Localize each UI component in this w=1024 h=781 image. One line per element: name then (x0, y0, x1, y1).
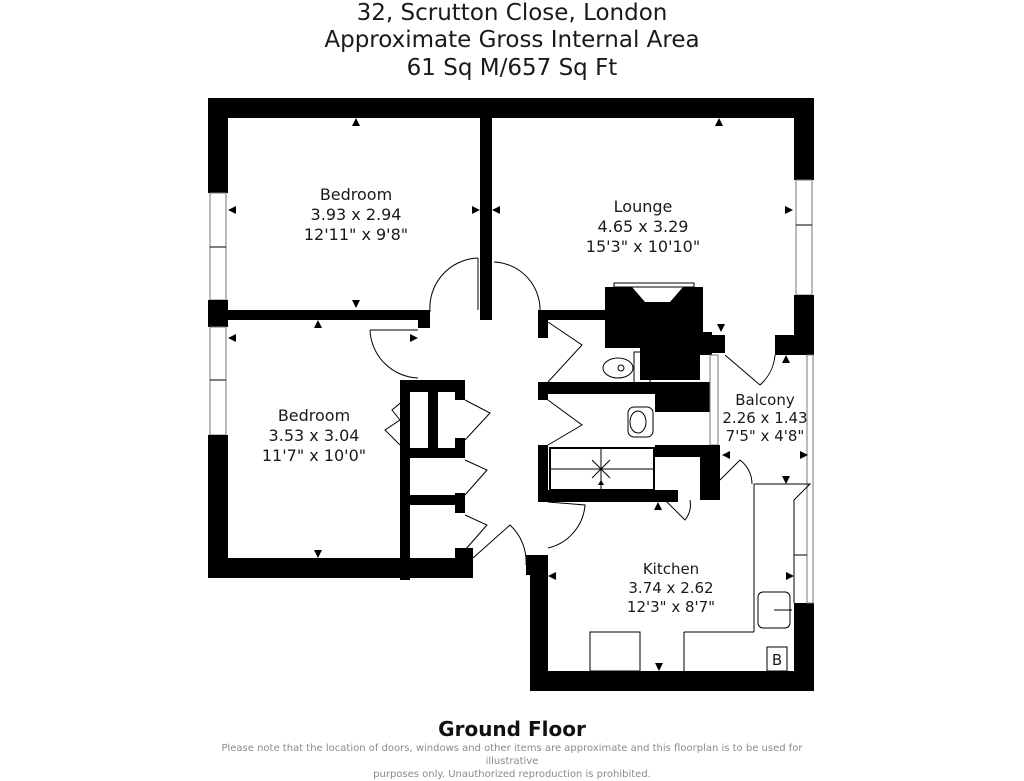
chimney-breast (605, 287, 712, 380)
door-swing (664, 499, 691, 521)
svg-text:3.93 x 2.94: 3.93 x 2.94 (311, 205, 402, 224)
toilet (633, 351, 651, 386)
svg-text:Balcony: Balcony (735, 391, 795, 409)
measure-arrows (228, 118, 808, 671)
shower-drain-icon (589, 457, 613, 481)
address-title: 32, Scrutton Close, London (356, 0, 668, 26)
door-swing (464, 514, 488, 551)
appliance (589, 631, 641, 672)
disclaimer-line-1: Please note that the location of doors, … (221, 743, 803, 767)
svg-text:7'5" x 4'8": 7'5" x 4'8" (726, 427, 805, 445)
disclaimer: Please note that the location of doors, … (200, 742, 824, 781)
wall-kitchen-right (794, 603, 814, 691)
wall-bedroom-lounge (480, 118, 492, 320)
svg-text:Kitchen: Kitchen (643, 560, 699, 578)
shower-tray (549, 447, 655, 491)
svg-text:12'3" x 8'7": 12'3" x 8'7" (627, 598, 715, 616)
svg-text:Bedroom: Bedroom (320, 185, 392, 204)
wall-kitchen-bottom (530, 671, 814, 691)
door-swing (547, 399, 583, 446)
area-label: Approximate Gross Internal Area (324, 27, 700, 53)
svg-text:12'11" x 9'8": 12'11" x 9'8" (304, 225, 408, 244)
boiler (766, 646, 788, 672)
room-label-balcony: Balcony 2.26 x 1.43 7'5" x 4'8" (722, 391, 807, 445)
door-swing (464, 459, 488, 496)
disclaimer-line-2: purposes only. Unauthorized reproduction… (373, 769, 651, 780)
wall-right-upper (794, 98, 814, 180)
window (209, 326, 227, 436)
svg-text:11'7" x 10'0": 11'7" x 10'0" (262, 446, 366, 465)
door-swing (493, 261, 541, 313)
wall-bottom-bedroom (208, 558, 473, 578)
door-swing (472, 524, 527, 566)
svg-text:3.53 x 3.04: 3.53 x 3.04 (269, 426, 360, 445)
wall-bedroom-divider (228, 310, 430, 320)
door-swing (369, 329, 419, 379)
wall-left-mid (208, 300, 228, 327)
svg-text:Lounge: Lounge (614, 197, 673, 216)
svg-text:4.65 x 3.29: 4.65 x 3.29 (598, 217, 689, 236)
svg-text:Bedroom: Bedroom (278, 406, 350, 425)
door-swing (429, 257, 479, 313)
area-value: 61 Sq M/657 Sq Ft (406, 55, 618, 81)
basin (627, 406, 654, 438)
wall-left-lower (208, 435, 228, 578)
floor-label: Ground Floor (438, 717, 586, 741)
room-label-lounge: Lounge 4.65 x 3.29 15'3" x 10'10" (586, 197, 700, 256)
wall-top (208, 98, 814, 118)
door-swing (719, 459, 753, 485)
svg-text:2.26 x 1.43: 2.26 x 1.43 (722, 409, 807, 427)
svg-text:3.74 x 2.62: 3.74 x 2.62 (628, 579, 713, 597)
room-label-kitchen: Kitchen 3.74 x 2.62 12'3" x 8'7" (627, 560, 715, 616)
wall-kitchen-left (530, 555, 548, 691)
door-swing (464, 399, 491, 441)
svg-text:15'3" x 10'10": 15'3" x 10'10" (586, 237, 700, 256)
window (795, 179, 813, 296)
door-swing (384, 394, 411, 446)
door-swing (547, 321, 583, 383)
door-swing (547, 501, 586, 549)
room-label-bedroom-1: Bedroom 3.93 x 2.94 12'11" x 9'8" (304, 185, 408, 244)
balcony-door-swing (724, 354, 776, 386)
boiler-label: B (772, 651, 782, 669)
wall-left-upper (208, 98, 228, 193)
room-label-bedroom-2: Bedroom 3.53 x 3.04 11'7" x 10'0" (262, 406, 366, 465)
